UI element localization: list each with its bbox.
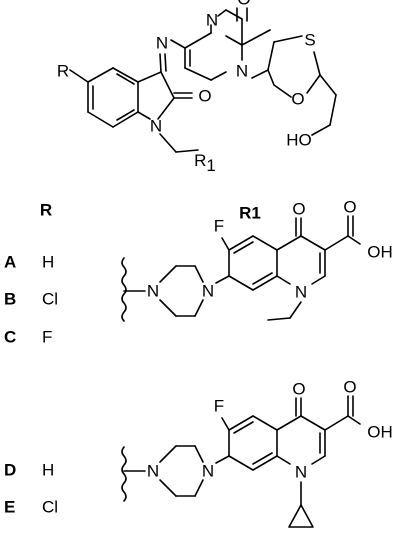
r-label: R	[57, 62, 69, 81]
substituent-table: A H B Cl C F D H E Cl	[4, 253, 58, 517]
hydroxyl-label: HO	[286, 131, 312, 150]
imine-n-atom: N	[156, 34, 168, 53]
quinolone-n-atom: N	[295, 463, 307, 482]
indole-n-atom: N	[150, 117, 162, 136]
r-bond	[69, 69, 89, 83]
carboxyl-bond	[324, 415, 349, 431]
quinolone-pyridone-ring	[276, 415, 326, 465]
piperazine-n-atom: N	[202, 462, 214, 481]
row-value: H	[42, 461, 54, 480]
piperazine-n-atom: N	[147, 462, 159, 481]
pyrimidine-n1-atom: N	[236, 62, 248, 81]
row-value: Cl	[42, 498, 58, 517]
table-row: B Cl	[4, 290, 58, 309]
oxathiolane-ring	[267, 35, 321, 98]
oxathiolane-oxygen-atom: O	[291, 90, 304, 109]
lactam-oxygen-atom: O	[198, 87, 211, 106]
hydroxymethyl-bond	[319, 74, 337, 96]
row-label: A	[4, 253, 16, 272]
carboxyl-hydroxyl: OH	[367, 243, 393, 262]
isatin-benzene-ring	[87, 67, 139, 128]
carboxyl-hydroxyl: OH	[367, 423, 393, 442]
imine-pyrimidine-bond	[170, 39, 186, 49]
row-label: D	[4, 461, 16, 480]
carboxyl-oxygen: O	[343, 198, 356, 217]
piperazine-n-atom: N	[202, 282, 214, 301]
table-row: C F	[4, 328, 52, 347]
quinolone-benzene-ring	[228, 235, 278, 291]
n-methylene-bond	[159, 133, 177, 153]
lactam-ring	[137, 71, 175, 120]
row-value: H	[42, 253, 54, 272]
sulfur-atom: S	[304, 31, 315, 50]
carboxyl-oxygen: O	[343, 378, 356, 397]
table-row: A H	[4, 253, 54, 272]
imine-double-bond	[159, 53, 162, 73]
row-label: B	[4, 290, 16, 309]
row-value: Cl	[42, 290, 58, 309]
pyrimidine-n3-atom: N	[206, 11, 218, 30]
piperazine-ring	[159, 445, 204, 497]
cyclopropyl-ring	[288, 504, 314, 528]
table-row: E Cl	[4, 498, 58, 517]
ethyl-bond	[289, 301, 302, 319]
n1-oxathiolane-bond	[251, 69, 269, 79]
r1-label: R1	[194, 151, 216, 175]
pyrimidinone-oxygen-atom: O	[237, 0, 250, 9]
piperazine-n-atom: N	[147, 282, 159, 301]
header-r: R	[40, 201, 52, 220]
fluorine-atom: F	[214, 397, 224, 416]
fluorine-atom: F	[214, 217, 224, 236]
r1-structure-ethyl: N N F	[121, 198, 393, 322]
header-r1: R1	[239, 204, 261, 223]
pyrimidinone-ring	[184, 24, 243, 81]
wavy-attachment-bond	[121, 446, 127, 502]
quinolone-benzene-ring	[228, 415, 278, 471]
row-value: F	[42, 328, 52, 347]
row-label: C	[4, 328, 16, 347]
wavy-attachment-bond	[121, 257, 127, 322]
quinolone-pyridone-ring	[276, 235, 326, 285]
r1-structure-cyclopropyl: N N F	[121, 378, 393, 528]
piperazine-ring	[159, 265, 204, 317]
table-row: D H	[4, 461, 54, 480]
quinolone-keto-oxygen: O	[292, 380, 305, 399]
core-scaffold: R N O N R1	[57, 0, 337, 175]
carboxyl-bond	[324, 235, 349, 251]
row-label: E	[4, 498, 15, 517]
quinolone-keto-oxygen: O	[292, 200, 305, 219]
quinolone-n-atom: N	[295, 283, 307, 302]
